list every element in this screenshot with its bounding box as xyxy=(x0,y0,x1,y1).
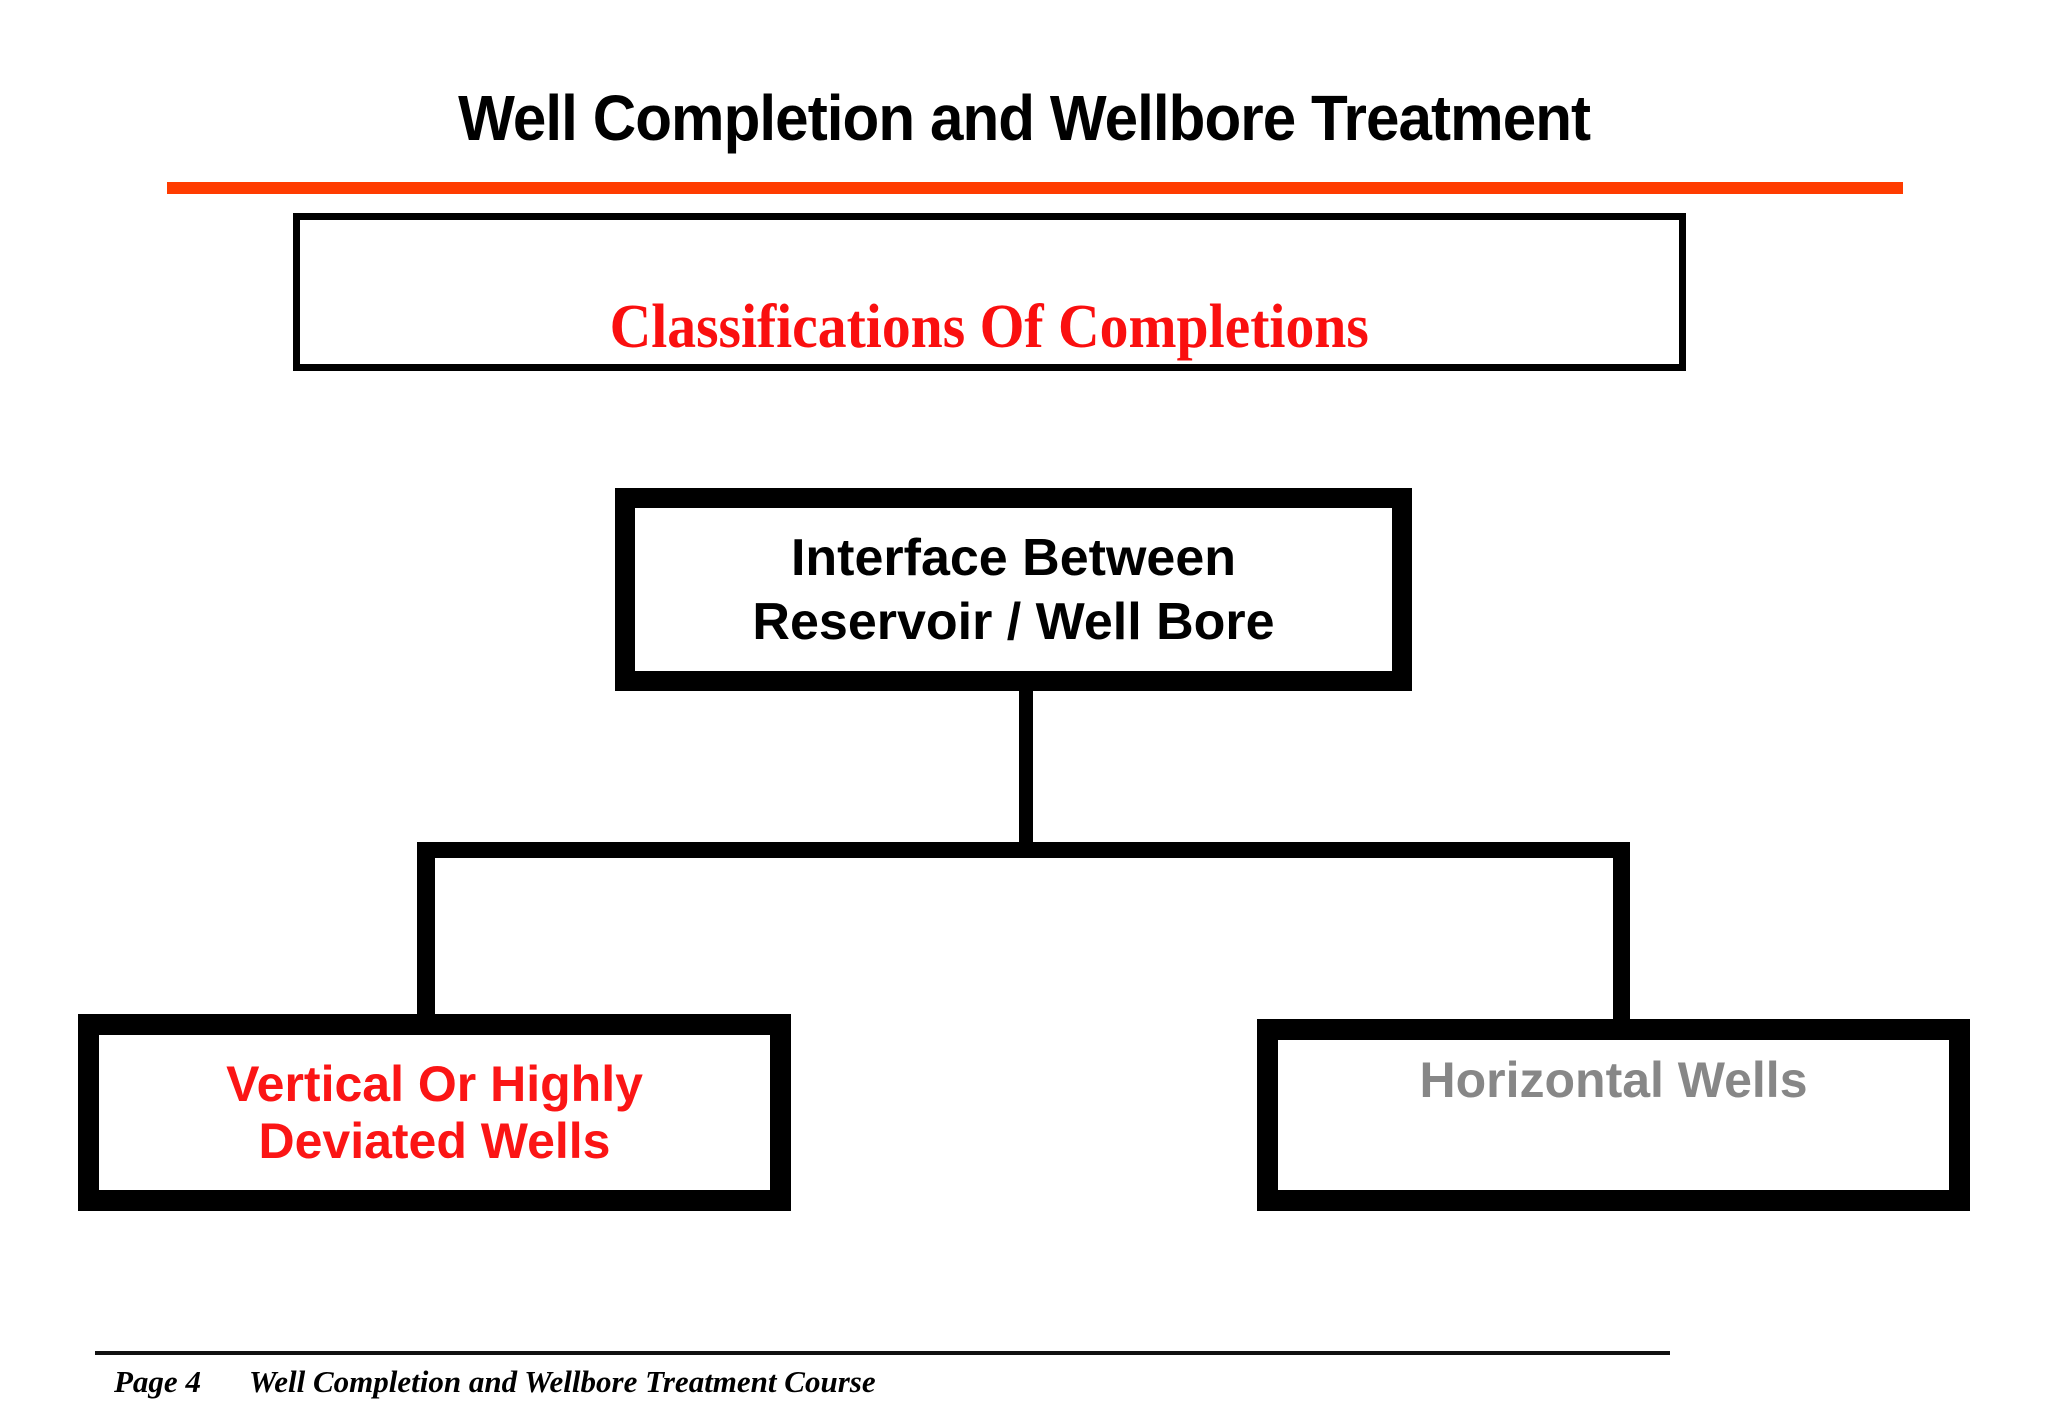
connector-crossbar xyxy=(417,842,1630,858)
vertical-wells-label-line2: Deviated Wells xyxy=(258,1112,611,1169)
interface-box: Interface Between Reservoir / Well Bore xyxy=(615,488,1412,691)
course-name: Well Completion and Wellbore Treatment C… xyxy=(248,1364,876,1399)
vertical-wells-label-line1: Vertical Or Highly xyxy=(226,1055,643,1112)
connector-right-drop xyxy=(1613,842,1630,1024)
heading-label: Classifications Of Completions xyxy=(609,293,1370,361)
footer: Page 4 Well Completion and Wellbore Trea… xyxy=(114,1362,876,1402)
title-accent-rule xyxy=(167,182,1903,194)
connector-left-drop xyxy=(417,842,435,1019)
vertical-wells-box: Vertical Or Highly Deviated Wells xyxy=(78,1014,791,1211)
footer-divider xyxy=(95,1351,1670,1355)
page-title: Well Completion and Wellbore Treatment xyxy=(0,86,2048,150)
page-number: Page 4 xyxy=(114,1364,201,1399)
horizontal-wells-label: Horizontal Wells xyxy=(1419,1052,1808,1108)
page-title-text: Well Completion and Wellbore Treatment xyxy=(458,82,1591,154)
interface-label-line2: Reservoir / Well Bore xyxy=(752,592,1275,651)
heading-box: Classifications Of Completions xyxy=(293,213,1686,371)
horizontal-wells-box: Horizontal Wells xyxy=(1257,1019,1970,1211)
interface-label-line1: Interface Between xyxy=(790,528,1237,587)
connector-stem xyxy=(1019,690,1033,858)
